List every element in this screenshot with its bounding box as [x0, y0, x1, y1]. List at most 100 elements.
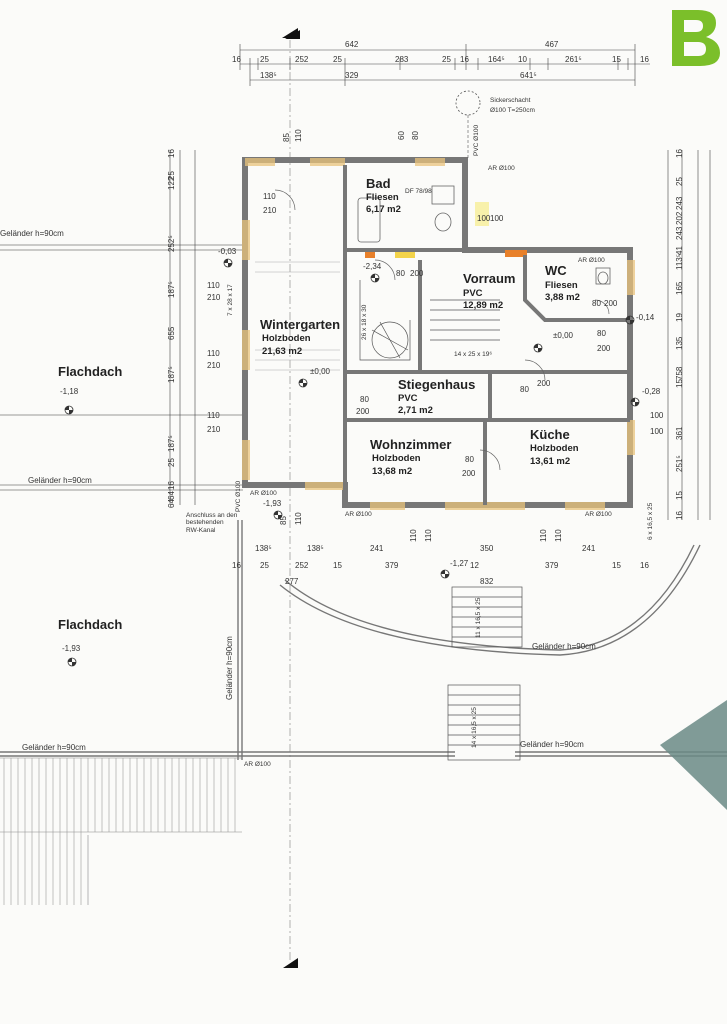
note-pvc-top: PVC Ø100 — [473, 124, 480, 156]
dims-top-row2-4: 283 — [395, 55, 409, 64]
dims-right-4: 243 — [675, 226, 684, 240]
roof-name-lower: Flachdach — [58, 617, 123, 632]
note-ar-east: AR Ø100 — [578, 257, 605, 264]
neighbour-plot-triangle — [660, 700, 727, 810]
room-name-wohnzimmer: Wohnzimmer — [370, 437, 452, 452]
dims-left-11: 64 — [167, 499, 176, 508]
note-stair-ext2: 14 x 16,5 x 25 — [471, 707, 478, 748]
railing-label-2: Geländer h=90cm — [28, 476, 92, 485]
opening-size-18: 80 — [520, 385, 529, 394]
level-marker-icon — [273, 510, 283, 520]
dims-right-10: 758 — [675, 366, 684, 380]
opening-size-19: 200 — [537, 379, 551, 388]
dims-top-row2-1: 25 — [260, 55, 269, 64]
opening-size-25: 110 — [424, 529, 433, 542]
room-area-wohnzimmer: 13,68 m2 — [372, 466, 413, 477]
opening-size-6: 110 — [207, 411, 220, 420]
dims-left-9: 16 — [167, 481, 176, 490]
opening-size-21: 200 — [462, 469, 476, 478]
opening-size-24: 110 — [409, 529, 418, 542]
opening-size-17: 200 — [356, 407, 370, 416]
dims-bottom-row1-2: 241 — [370, 544, 384, 553]
note-rw-connection: Anschluss an den bestehenden RW-Kanal — [186, 512, 238, 534]
opening-size-5: 210 — [207, 361, 221, 370]
level-entry: -0,03 — [218, 247, 237, 256]
level-marker-icon — [64, 405, 74, 415]
dims-bottom-row2-0: 16 — [232, 561, 241, 570]
railing-label-3: Geländer h=90cm — [532, 642, 596, 651]
level-stair: -2,34 — [363, 262, 382, 271]
room-floor-vorraum: PVC — [463, 288, 483, 299]
dims-right-2: 243 — [675, 196, 684, 210]
dims-right-9: 135 — [675, 336, 684, 350]
dims-left-0: 16 — [167, 149, 176, 158]
room-floor-wohnzimmer: Holzboden — [372, 453, 421, 464]
level-marker-icon — [625, 315, 635, 325]
dims-bottom-row2-8: 16 — [640, 561, 649, 570]
dims-top-row2-10: 15 — [612, 55, 621, 64]
room-floor-stiegenhaus: PVC — [398, 393, 418, 404]
railing-label-4: Geländer h=90cm — [22, 743, 86, 752]
room-floor-kueche: Holzboden — [530, 443, 579, 454]
dims-top-row2-5: 25 — [442, 55, 451, 64]
opening-size-12: 80 — [592, 299, 601, 308]
opening-size-4: 110 — [207, 349, 220, 358]
company-logo — [668, 8, 722, 68]
room-area-wc: 3,88 m2 — [545, 292, 580, 303]
room-name-wintergarten: Wintergarten — [260, 317, 341, 332]
dims-bottom-row2-4: 379 — [385, 561, 399, 570]
roof-name-upper: Flachdach — [58, 364, 123, 379]
dims-top-row2-8: 10 — [518, 55, 527, 64]
dims-right-1: 25 — [675, 177, 684, 186]
room-area-vorraum: 12,89 m2 — [463, 300, 504, 311]
room-floor-bad: Fliesen — [366, 192, 399, 203]
dims-right-14: 15 — [675, 491, 684, 500]
level-east: -0,28 — [642, 387, 661, 396]
dims-bottom-row2-1: 25 — [260, 561, 269, 570]
dims-top-row2-7: 164⁵ — [488, 55, 505, 64]
opening-size-13: 200 — [604, 299, 618, 308]
note-ar-deck: AR Ø100 — [244, 761, 271, 768]
note-ar-top: AR Ø100 — [488, 165, 515, 172]
dims-right-0: 16 — [675, 149, 684, 158]
level-east-upper: -0,14 — [636, 313, 655, 322]
opening-size-7: 210 — [207, 425, 221, 434]
opening-size-22: 100 — [650, 411, 664, 420]
dims-bottom-row1-0: 138⁵ — [255, 544, 272, 553]
dims-bottom-row2-7: 15 — [612, 561, 621, 570]
room-floor-wc: Fliesen — [545, 280, 578, 291]
note-stair-small: 7 x 28 x 17 — [227, 284, 234, 316]
room-floor-wintergarten: Holzboden — [262, 333, 311, 344]
dims-bottom-row1-4: 241 — [582, 544, 596, 553]
opening-size-30: 60 — [397, 131, 406, 140]
dims-top-row2-9: 261⁵ — [565, 55, 582, 64]
level-marker-icon — [370, 273, 380, 283]
drain-spec: Ø100 T=250cm — [490, 107, 535, 114]
dims-right-11: 15 — [675, 379, 684, 388]
note-stair-spiral: 26 x 18 x 30 — [361, 304, 368, 340]
dims-top-row1-0: 642 — [345, 40, 359, 49]
level-marker-icon — [298, 378, 308, 388]
dims-right-12: 361 — [675, 426, 684, 440]
room-area-wintergarten: 21,63 m2 — [262, 346, 303, 357]
room-area-stiegenhaus: 2,71 m2 — [398, 405, 433, 416]
opening-size-3: 210 — [207, 293, 221, 302]
dims-bottom-row2-3: 15 — [333, 561, 342, 570]
level-marker-icon — [223, 258, 233, 268]
level-marker-icon — [533, 343, 543, 353]
room-area-kueche: 13,61 m2 — [530, 456, 571, 467]
opening-size-1: 210 — [263, 206, 277, 215]
opening-size-31: 80 — [411, 131, 420, 140]
dims-left-7: 187⁵ — [167, 435, 176, 452]
dims-left-5: 655 — [167, 326, 176, 340]
dims-top-row1-1: 467 — [545, 40, 559, 49]
dims-left-4: 187⁵ — [167, 281, 176, 298]
level-wintergarten: ±0,00 — [310, 367, 330, 376]
opening-size-0: 110 — [263, 192, 276, 201]
level-marker-icon — [440, 569, 450, 579]
railing-label-6: Geländer h=90cm — [225, 636, 234, 700]
room-name-wc: WC — [545, 263, 567, 278]
opening-size-11: 200 — [410, 269, 424, 278]
dims-bottom-row2-6: 379 — [545, 561, 559, 570]
